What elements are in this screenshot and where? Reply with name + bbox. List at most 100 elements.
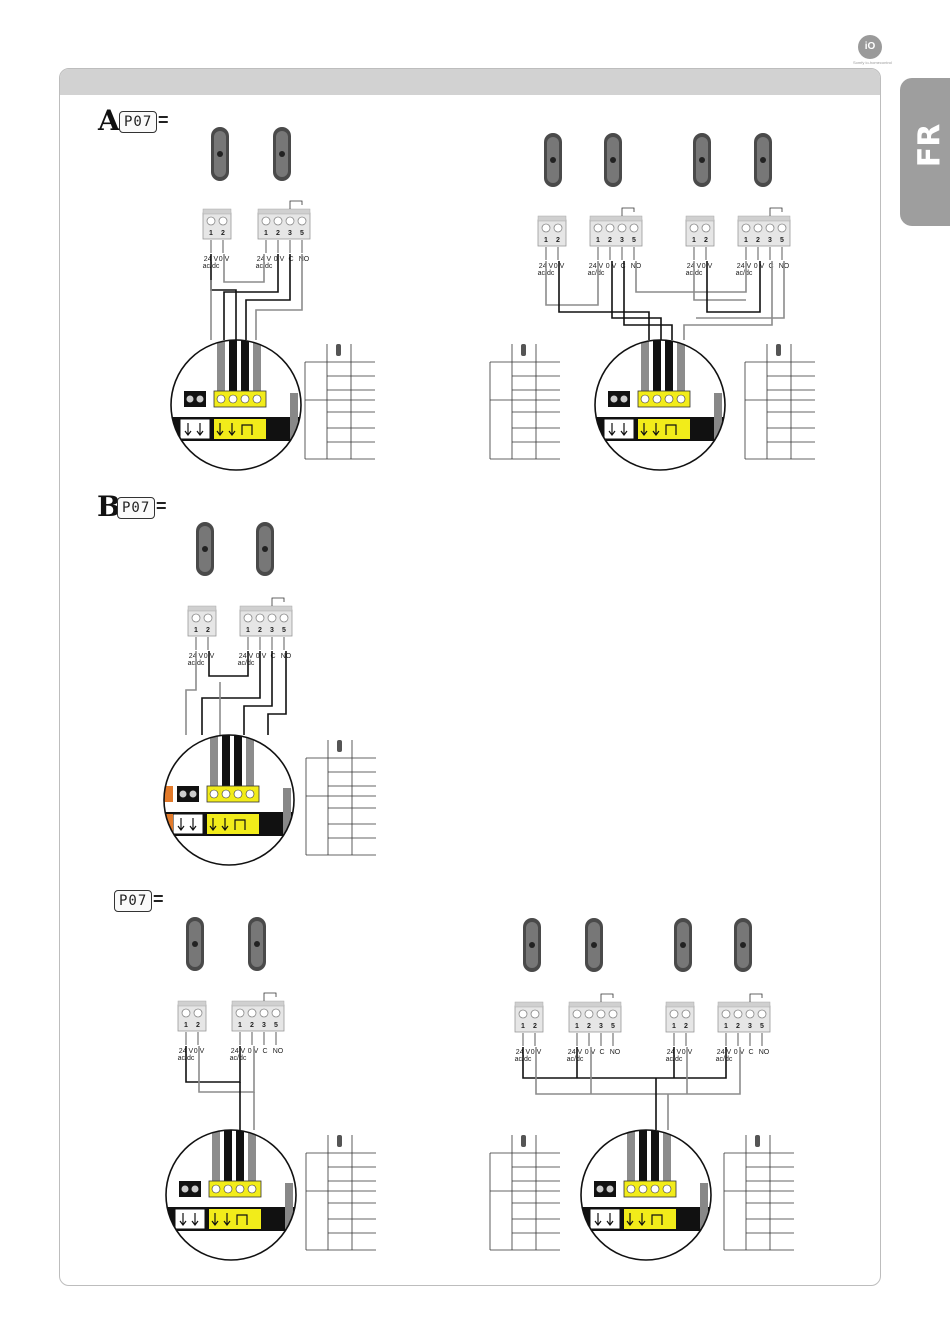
zoom-outline	[163, 734, 295, 866]
terminal-pin-number: 5	[632, 237, 636, 244]
terminal-pin-number: 1	[724, 1023, 728, 1030]
wire-a1-5	[255, 254, 303, 340]
terminal-screw	[191, 613, 201, 623]
terminal-pin-number: 1	[744, 237, 748, 244]
yellow-terminal	[208, 1180, 262, 1198]
photocell-lens	[254, 941, 260, 947]
terminal-screw	[235, 1008, 245, 1018]
wire-a1-1	[210, 254, 237, 340]
power-terminal-screw	[596, 1185, 604, 1193]
wire-end	[677, 340, 685, 393]
yellow-terminal-screw	[650, 1184, 660, 1194]
terminal-pin-number: 3	[599, 1023, 603, 1030]
legend-table-a1	[304, 344, 375, 460]
wire-c2-1	[522, 1047, 727, 1079]
wire-end	[665, 340, 673, 393]
power-terminal-screw	[186, 395, 194, 403]
zoom-outline	[594, 339, 726, 471]
wire-end	[241, 340, 249, 393]
wire-c2-2	[535, 1047, 741, 1095]
acdc-label: ac/dc	[588, 270, 605, 277]
terminal-pin-number: 1	[246, 627, 250, 634]
wire-end	[641, 340, 649, 393]
arrow-down-icon	[221, 818, 229, 831]
photocell-tx-c1	[248, 917, 266, 971]
legend-table-c1	[305, 1135, 376, 1251]
legend-table-c3	[723, 1135, 794, 1251]
photocell-rx-a3	[693, 133, 711, 187]
section-b-equals: =	[156, 496, 167, 516]
terminal-pin-number: 1	[184, 1022, 188, 1029]
terminal-pin-number: 5	[300, 230, 304, 237]
photocell-tx-c2	[585, 918, 603, 972]
terminal-housing	[665, 1005, 695, 1033]
power-label-area	[172, 813, 204, 835]
board-edge	[285, 1183, 293, 1229]
terminal-screw	[605, 223, 615, 233]
board-edge	[700, 1183, 708, 1229]
acdc-label: ac/dc	[567, 1056, 584, 1063]
yellow-terminal-screw	[638, 1184, 648, 1194]
wire-a2-5	[635, 261, 747, 293]
terminal-screw	[757, 1009, 767, 1019]
section-b-letter: B	[97, 490, 121, 523]
legend-table-b1	[305, 740, 376, 856]
terminal-screw	[753, 223, 763, 233]
wire-c1-2	[198, 1046, 255, 1093]
yellow-terminal-screw	[223, 1184, 233, 1194]
board-zoom	[581, 1130, 711, 1260]
yellow-terminal-screw	[216, 394, 226, 404]
terminal-pin-number: 3	[748, 1023, 752, 1030]
common-label: C	[748, 1049, 753, 1056]
photocell-rx-c1	[186, 917, 204, 971]
terminal-housing	[202, 212, 232, 240]
terminal-pin-number: 3	[768, 237, 772, 244]
photocell-lens	[591, 942, 597, 948]
zero-volt-label: 0 V	[248, 1048, 259, 1055]
yellow-label-area	[638, 419, 690, 439]
terminal-screw	[218, 216, 228, 226]
common-label: C	[768, 263, 773, 270]
terminal-pin-number: 2	[756, 237, 760, 244]
photocell-mini-icon	[521, 1135, 526, 1147]
terminal-screw	[518, 1009, 528, 1019]
yellow-terminal-screw	[662, 1184, 672, 1194]
wire-a2-2	[558, 261, 650, 340]
terminal-screw	[608, 1009, 618, 1019]
arrow-down-icon	[179, 1213, 187, 1226]
power-terminal-screw	[606, 1185, 614, 1193]
yellow-terminal-screw	[252, 394, 262, 404]
wire-a2-7	[706, 261, 761, 313]
terminal-pin-number: 2	[250, 1022, 254, 1029]
section-c-param: P07	[114, 890, 153, 912]
yellow-terminal	[213, 390, 267, 408]
arrow-down-icon	[223, 1213, 231, 1226]
photocell-tx-a1	[273, 127, 291, 181]
terminal-pin-number: 1	[264, 230, 268, 237]
relay-contact-symbol	[749, 993, 763, 1002]
terminal-pin-number: 1	[209, 230, 213, 237]
photocell-mini-icon	[336, 344, 341, 356]
voltage-label: 24 V	[231, 1048, 246, 1055]
legend-table-a2	[489, 344, 560, 460]
common-label: C	[262, 1048, 267, 1055]
section-a-equals: =	[158, 110, 169, 130]
language-tab[interactable]: FR	[900, 78, 950, 226]
terminal-pin-number: 3	[262, 1022, 266, 1029]
arrow-down-icon	[640, 423, 648, 436]
terminal-housing	[537, 219, 567, 247]
arrow-down-icon	[228, 423, 236, 436]
terminal-screw	[629, 223, 639, 233]
arrow-down-icon	[606, 1213, 614, 1226]
terminal-pin-number: 1	[544, 237, 548, 244]
voltage-label: 24 V	[589, 263, 604, 270]
terminal-pin-number: 2	[221, 230, 225, 237]
wire-a2-3	[611, 261, 662, 340]
common-label: C	[599, 1049, 604, 1056]
terminal-pin-number: 1	[692, 237, 696, 244]
